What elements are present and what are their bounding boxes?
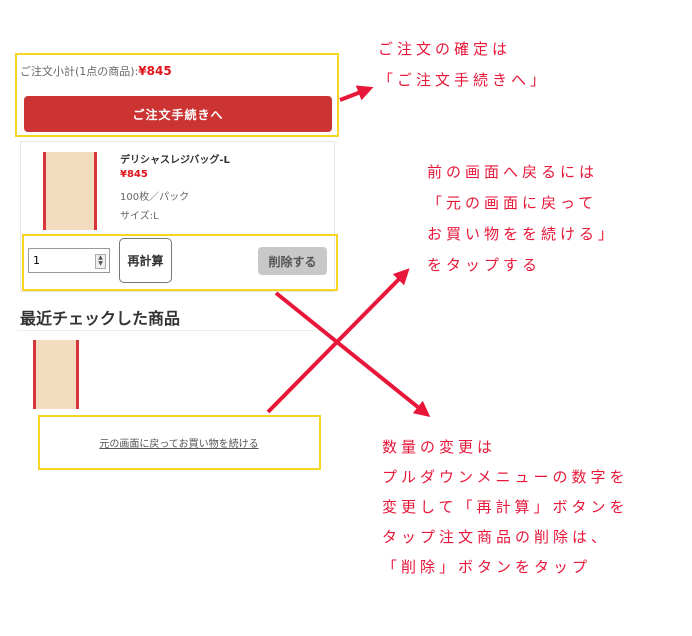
quantity-value: 1 [33, 254, 40, 267]
highlight-continue [38, 415, 321, 470]
note-checkout: ご注文の確定は 「ご注文手続きへ」 [378, 34, 549, 96]
recalculate-button[interactable]: 再計算 [119, 238, 172, 283]
arrow-icon [266, 268, 410, 414]
note-line: 変更して「再計算」ボタンを [382, 498, 629, 516]
note-line: ご注文の確定は [378, 40, 512, 58]
recent-heading: 最近チェックした商品 [20, 309, 181, 328]
subtotal-label: ご注文小計(1点の商品): [20, 65, 139, 78]
quantity-stepper[interactable]: 1 ▲▼ [28, 248, 110, 273]
continue-shopping-link[interactable]: 元の画面に戻ってお買い物を続ける [99, 438, 259, 450]
spinner-arrows-icon[interactable]: ▲▼ [95, 254, 106, 269]
note-line: 「ご注文手続きへ」 [378, 71, 550, 89]
product-image[interactable] [43, 152, 97, 230]
note-line: 「削除」ボタンをタップ [382, 558, 592, 576]
product-quantity-info: 100枚／パック [120, 192, 190, 203]
note-back: 前の画面へ戻るには 「元の画面に戻って お買い物をを続ける」 をタップする [427, 157, 617, 281]
note-line: お買い物をを続ける」 [427, 225, 618, 243]
note-line: 数量の変更は [382, 438, 497, 456]
note-line: をタップする [427, 256, 542, 274]
note-quantity: 数量の変更は プルダウンメニューの数字を 変更して「再計算」ボタンを タップ注文… [382, 432, 629, 582]
note-line: 「元の画面に戻って [427, 194, 598, 212]
subtotal: ご注文小計(1点の商品):¥845 [20, 63, 172, 79]
recent-product-image[interactable] [33, 340, 79, 409]
arrow-icon [274, 291, 431, 418]
arrow-icon [339, 85, 374, 102]
delete-button[interactable]: 削除する [258, 247, 327, 275]
highlight-checkout [15, 53, 339, 137]
divider [17, 330, 333, 331]
subtotal-price: ¥845 [138, 64, 172, 78]
note-line: プルダウンメニューの数字を [382, 468, 629, 486]
cart-item [20, 141, 335, 292]
note-line: タップ注文商品の削除は、 [382, 528, 611, 546]
product-price: ¥845 [120, 169, 148, 180]
product-name[interactable]: デリシャスレジバッグ-L [120, 155, 230, 166]
product-size: サイズ:L [120, 211, 159, 222]
highlight-actions [22, 234, 338, 291]
checkout-button[interactable]: ご注文手続きへ [24, 96, 332, 132]
note-line: 前の画面へ戻るには [427, 163, 599, 181]
